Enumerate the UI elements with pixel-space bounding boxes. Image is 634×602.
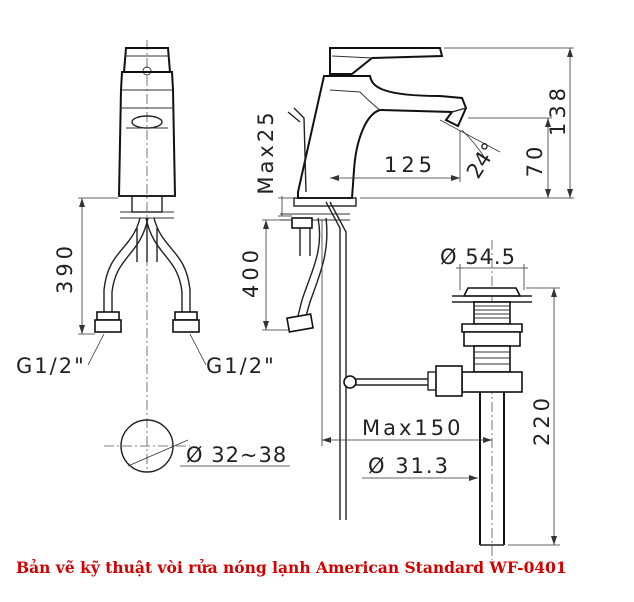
- dim-total-height: 138: [546, 84, 570, 136]
- dim-deck-thickness: Max25: [254, 109, 278, 194]
- dim-hole-diameter: Ø 32~38: [186, 443, 287, 467]
- dim-hose-front: 390: [53, 242, 77, 294]
- dim-drain-offset: Max150: [362, 416, 464, 440]
- dim-spout-height: 70: [523, 143, 547, 178]
- dim-spout-reach: 125: [384, 153, 436, 177]
- dim-hose-side: 400: [239, 246, 263, 298]
- thread-label-right: G1/2": [206, 354, 276, 378]
- dim-pipe-diameter: Ø 31.3: [368, 454, 450, 478]
- drawing-caption: Bản vẽ kỹ thuật vòi rửa nóng lạnh Americ…: [16, 558, 567, 577]
- dim-drain-depth: 220: [530, 394, 554, 446]
- front-view: 390 G1/2" G1/2" Ø 32~38: [16, 40, 290, 473]
- thread-label-left: G1/2": [16, 354, 86, 378]
- side-view: Max25 400 125 24° 70 138: [239, 47, 574, 520]
- drain-assembly: Ø 54.5 220 Max150 Ø 31.3: [321, 220, 560, 560]
- dim-spout-angle: 24°: [462, 138, 502, 182]
- dim-drain-diameter: Ø 54.5: [440, 245, 516, 269]
